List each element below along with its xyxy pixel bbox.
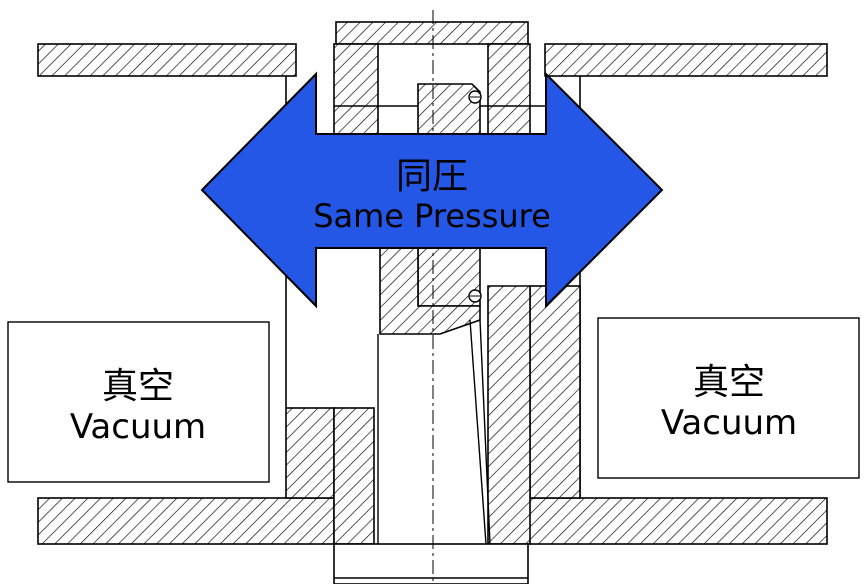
bottom-wall-plate — [37, 497, 828, 545]
arrow-label-en: Same Pressure — [313, 197, 551, 235]
o-ring-seal-upper — [468, 90, 482, 104]
arrow-label-cn: 同圧 — [396, 156, 468, 197]
right-vacuum-box: 真空 Vacuum — [597, 317, 860, 479]
left-vacuum-box: 真空 Vacuum — [7, 321, 270, 483]
top-cap — [333, 21, 546, 135]
left-vacuum-label-en: Vacuum — [70, 407, 206, 447]
right-vacuum-label-en: Vacuum — [661, 403, 797, 443]
top-wall-plate — [37, 43, 828, 77]
o-ring-seal-lower — [468, 289, 482, 303]
left-vacuum-label-cn: 真空 — [102, 366, 174, 407]
bottom-stem — [333, 543, 529, 584]
right-vacuum-label-cn: 真空 — [693, 362, 765, 403]
right-body-block — [487, 76, 581, 545]
same-pressure-double-arrow: 同圧 Same Pressure — [200, 71, 664, 309]
